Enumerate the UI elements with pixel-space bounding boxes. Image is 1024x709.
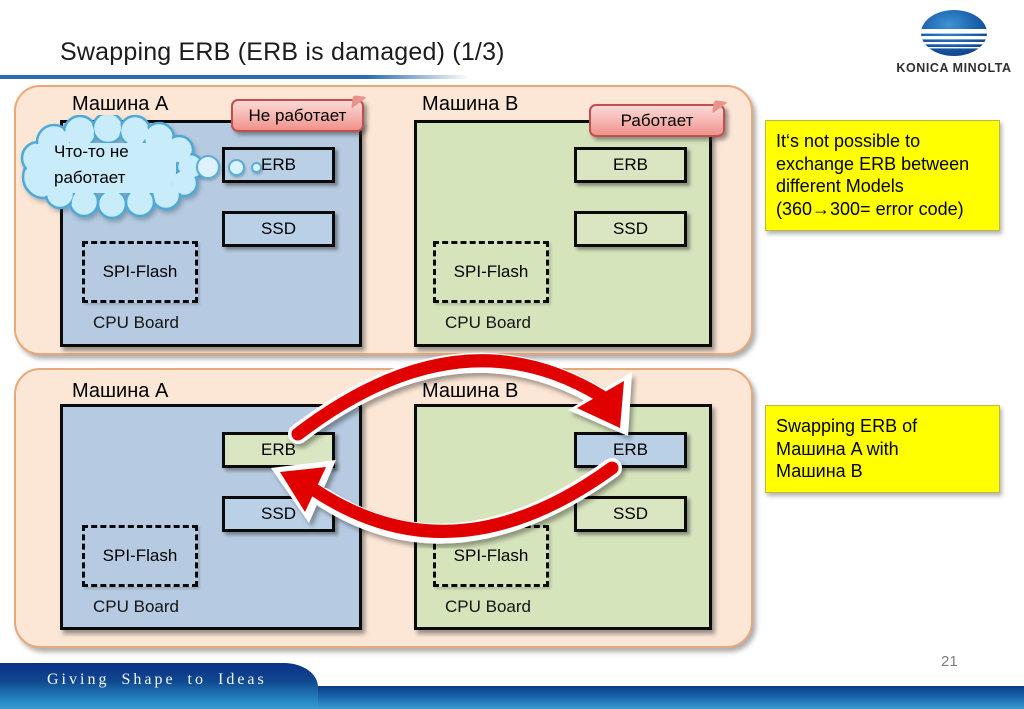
ssd-chip-machine-a: SSD [222, 496, 335, 532]
ssd-chip-machine-b: SSD [574, 496, 687, 532]
spi-flash-chip: SPI-Flash [82, 241, 198, 303]
ssd-chip-machine-b: SSD [574, 211, 687, 247]
globe-icon [921, 10, 987, 56]
note-exchange-not-possible: It‘s not possible to exchange ERB betwee… [765, 120, 1000, 231]
footer-bar-left [0, 663, 318, 709]
erb-chip-machine-b-swapped: ERB [574, 432, 687, 468]
cpu-board-label: CPU Board [93, 313, 179, 332]
ssd-chip-machine-a: SSD [222, 211, 335, 247]
machine-a-label: Машина A [72, 93, 169, 115]
thought-bubble-medium [228, 159, 245, 176]
machine-b-label: Машина B [422, 93, 519, 115]
machine-a-label: Машина A [72, 380, 169, 402]
slide-title: Swapping ERB (ERB is damaged) (1/3) [60, 38, 505, 66]
thought-bubble-large [196, 155, 220, 179]
erb-chip-machine-b: ERB [574, 147, 687, 183]
page-number: 21 [941, 653, 958, 670]
logo-wordmark: KONICA MINOLTA [896, 60, 1012, 75]
panel-before-swap: Машина A SPI-Flash CPU Board ERB SSD Не … [14, 85, 753, 355]
footer-tagline: Giving Shape to Ideas [47, 671, 267, 688]
note-swapping-erb: Swapping ERB of Машина A with Машина B [765, 405, 1000, 494]
thought-cloud-icon [20, 115, 205, 220]
cloud-text: Что-то не работает [54, 142, 129, 188]
cpu-board-label: CPU Board [93, 597, 179, 616]
spi-flash-chip: SPI-Flash [82, 525, 198, 587]
status-label-machine-b: Работает [589, 104, 725, 137]
konica-minolta-logo: KONICA MINOLTA [888, 8, 1020, 86]
erb-chip-machine-a-swapped: ERB [222, 432, 335, 468]
thought-bubble-small [251, 162, 262, 173]
spi-flash-chip: SPI-Flash [433, 241, 549, 303]
spi-flash-chip: SPI-Flash [433, 525, 549, 587]
panel-after-swap: Машина A SPI-Flash CPU Board ERB SSD Маш… [14, 368, 753, 648]
cpu-board-label: CPU Board [445, 313, 531, 332]
machine-b-label: Машина B [422, 380, 519, 402]
title-underline [0, 75, 470, 79]
cpu-board-label: CPU Board [445, 597, 531, 616]
status-label-machine-a: Не работает [231, 99, 364, 132]
